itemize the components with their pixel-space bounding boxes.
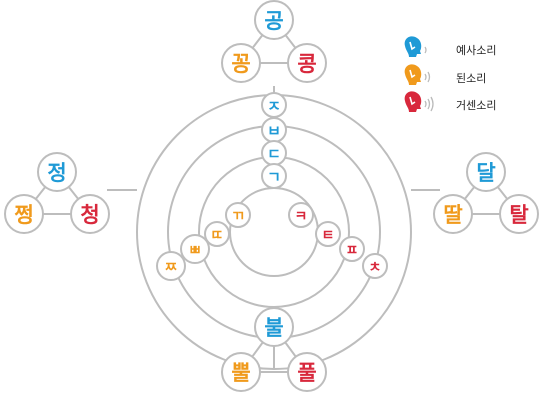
plain-consonants: ㅈ ㅂ ㄷ ㄱ <box>261 92 287 189</box>
legend-label-tense: 된소리 <box>456 72 487 85</box>
legend-label-plain: 예사소리 <box>456 44 497 57</box>
ring-1 <box>229 187 319 277</box>
triad-top-aspirated-circle <box>287 43 327 83</box>
triad-right-tense-circle <box>433 194 473 234</box>
triad-bottom: 불 뿔 풀 <box>221 307 327 392</box>
aspirated-consonant-2: ㅌ <box>322 228 335 244</box>
legend-label-aspirated: 거센소리 <box>456 99 497 112</box>
triad-bottom-aspirated: 풀 <box>297 361 316 385</box>
triad-left-tense: 쩡 <box>14 203 33 227</box>
triad-top-tense: 꽁 <box>231 52 250 76</box>
tense-bubble-4 <box>156 251 186 281</box>
aspirated-consonant-1: ㅋ <box>295 209 308 225</box>
plain-consonant-4: ㄱ <box>267 168 281 186</box>
triad-left-triangle <box>21 170 93 215</box>
speaker-head-loud-icon <box>404 91 434 112</box>
triad-left-aspirated-circle <box>70 194 110 234</box>
tense-consonant-3: ㅃ <box>189 243 202 259</box>
triad-left-tense-circle <box>4 194 44 234</box>
plain-consonant-1: ㅈ <box>267 97 281 115</box>
triad-top-triangle <box>238 18 310 64</box>
triad-right-plain-circle <box>466 152 506 192</box>
triad-top-plain-circle <box>254 0 294 40</box>
triad-right-aspirated: 탈 <box>509 203 528 227</box>
triad-bottom-tense: 뿔 <box>231 361 250 385</box>
triad-bottom-plain-circle <box>254 307 294 347</box>
plain-consonant-2: ㅂ <box>267 122 281 140</box>
speaker-head-medium-icon <box>404 64 431 85</box>
tense-bubble-3 <box>180 234 210 264</box>
triad-right-aspirated-circle <box>499 194 539 234</box>
aspirated-consonants: ㅋ ㅌ ㅍ ㅊ <box>288 202 388 279</box>
aspirated-consonant-3: ㅍ <box>346 243 359 259</box>
tense-consonant-4: ㅉ <box>165 260 178 276</box>
tense-consonant-1: ㄲ <box>232 209 245 225</box>
triad-left-plain-circle <box>37 152 77 192</box>
aspirated-bubble-3 <box>339 236 365 262</box>
triad-left-plain: 정 <box>47 161 66 185</box>
aspirated-bubble-1 <box>288 202 314 228</box>
triad-right-tense: 딸 <box>443 203 462 227</box>
aspirated-consonant-4: ㅊ <box>369 260 382 276</box>
plain-consonant-3: ㄷ <box>267 145 281 163</box>
triad-left-aspirated: 청 <box>80 203 99 227</box>
tense-bubble-2 <box>204 221 230 247</box>
triad-bottom-triangle <box>239 325 309 373</box>
triad-bottom-plain: 불 <box>264 316 283 340</box>
tense-consonant-2: ㄸ <box>211 228 224 244</box>
triad-top-aspirated: 콩 <box>297 52 316 76</box>
tense-bubble-1 <box>225 202 251 228</box>
triad-right: 달 딸 탈 <box>433 152 539 234</box>
tense-consonants: ㄲ ㄸ ㅃ ㅉ <box>156 202 251 281</box>
speaker-head-quiet-icon <box>404 36 427 57</box>
triad-top: 공 꽁 콩 <box>221 0 327 83</box>
triad-bottom-tense-circle <box>221 352 261 392</box>
triad-bottom-aspirated-circle <box>287 352 327 392</box>
triad-right-triangle <box>450 170 522 215</box>
plain-bubble-4 <box>261 163 287 189</box>
aspirated-bubble-2 <box>315 221 341 247</box>
aspirated-bubble-4 <box>362 253 388 279</box>
triad-top-plain: 공 <box>264 9 283 33</box>
triad-right-plain: 달 <box>476 161 495 185</box>
triad-top-tense-circle <box>221 43 261 83</box>
triad-left: 정 쩡 청 <box>4 152 110 234</box>
legend <box>404 36 434 112</box>
